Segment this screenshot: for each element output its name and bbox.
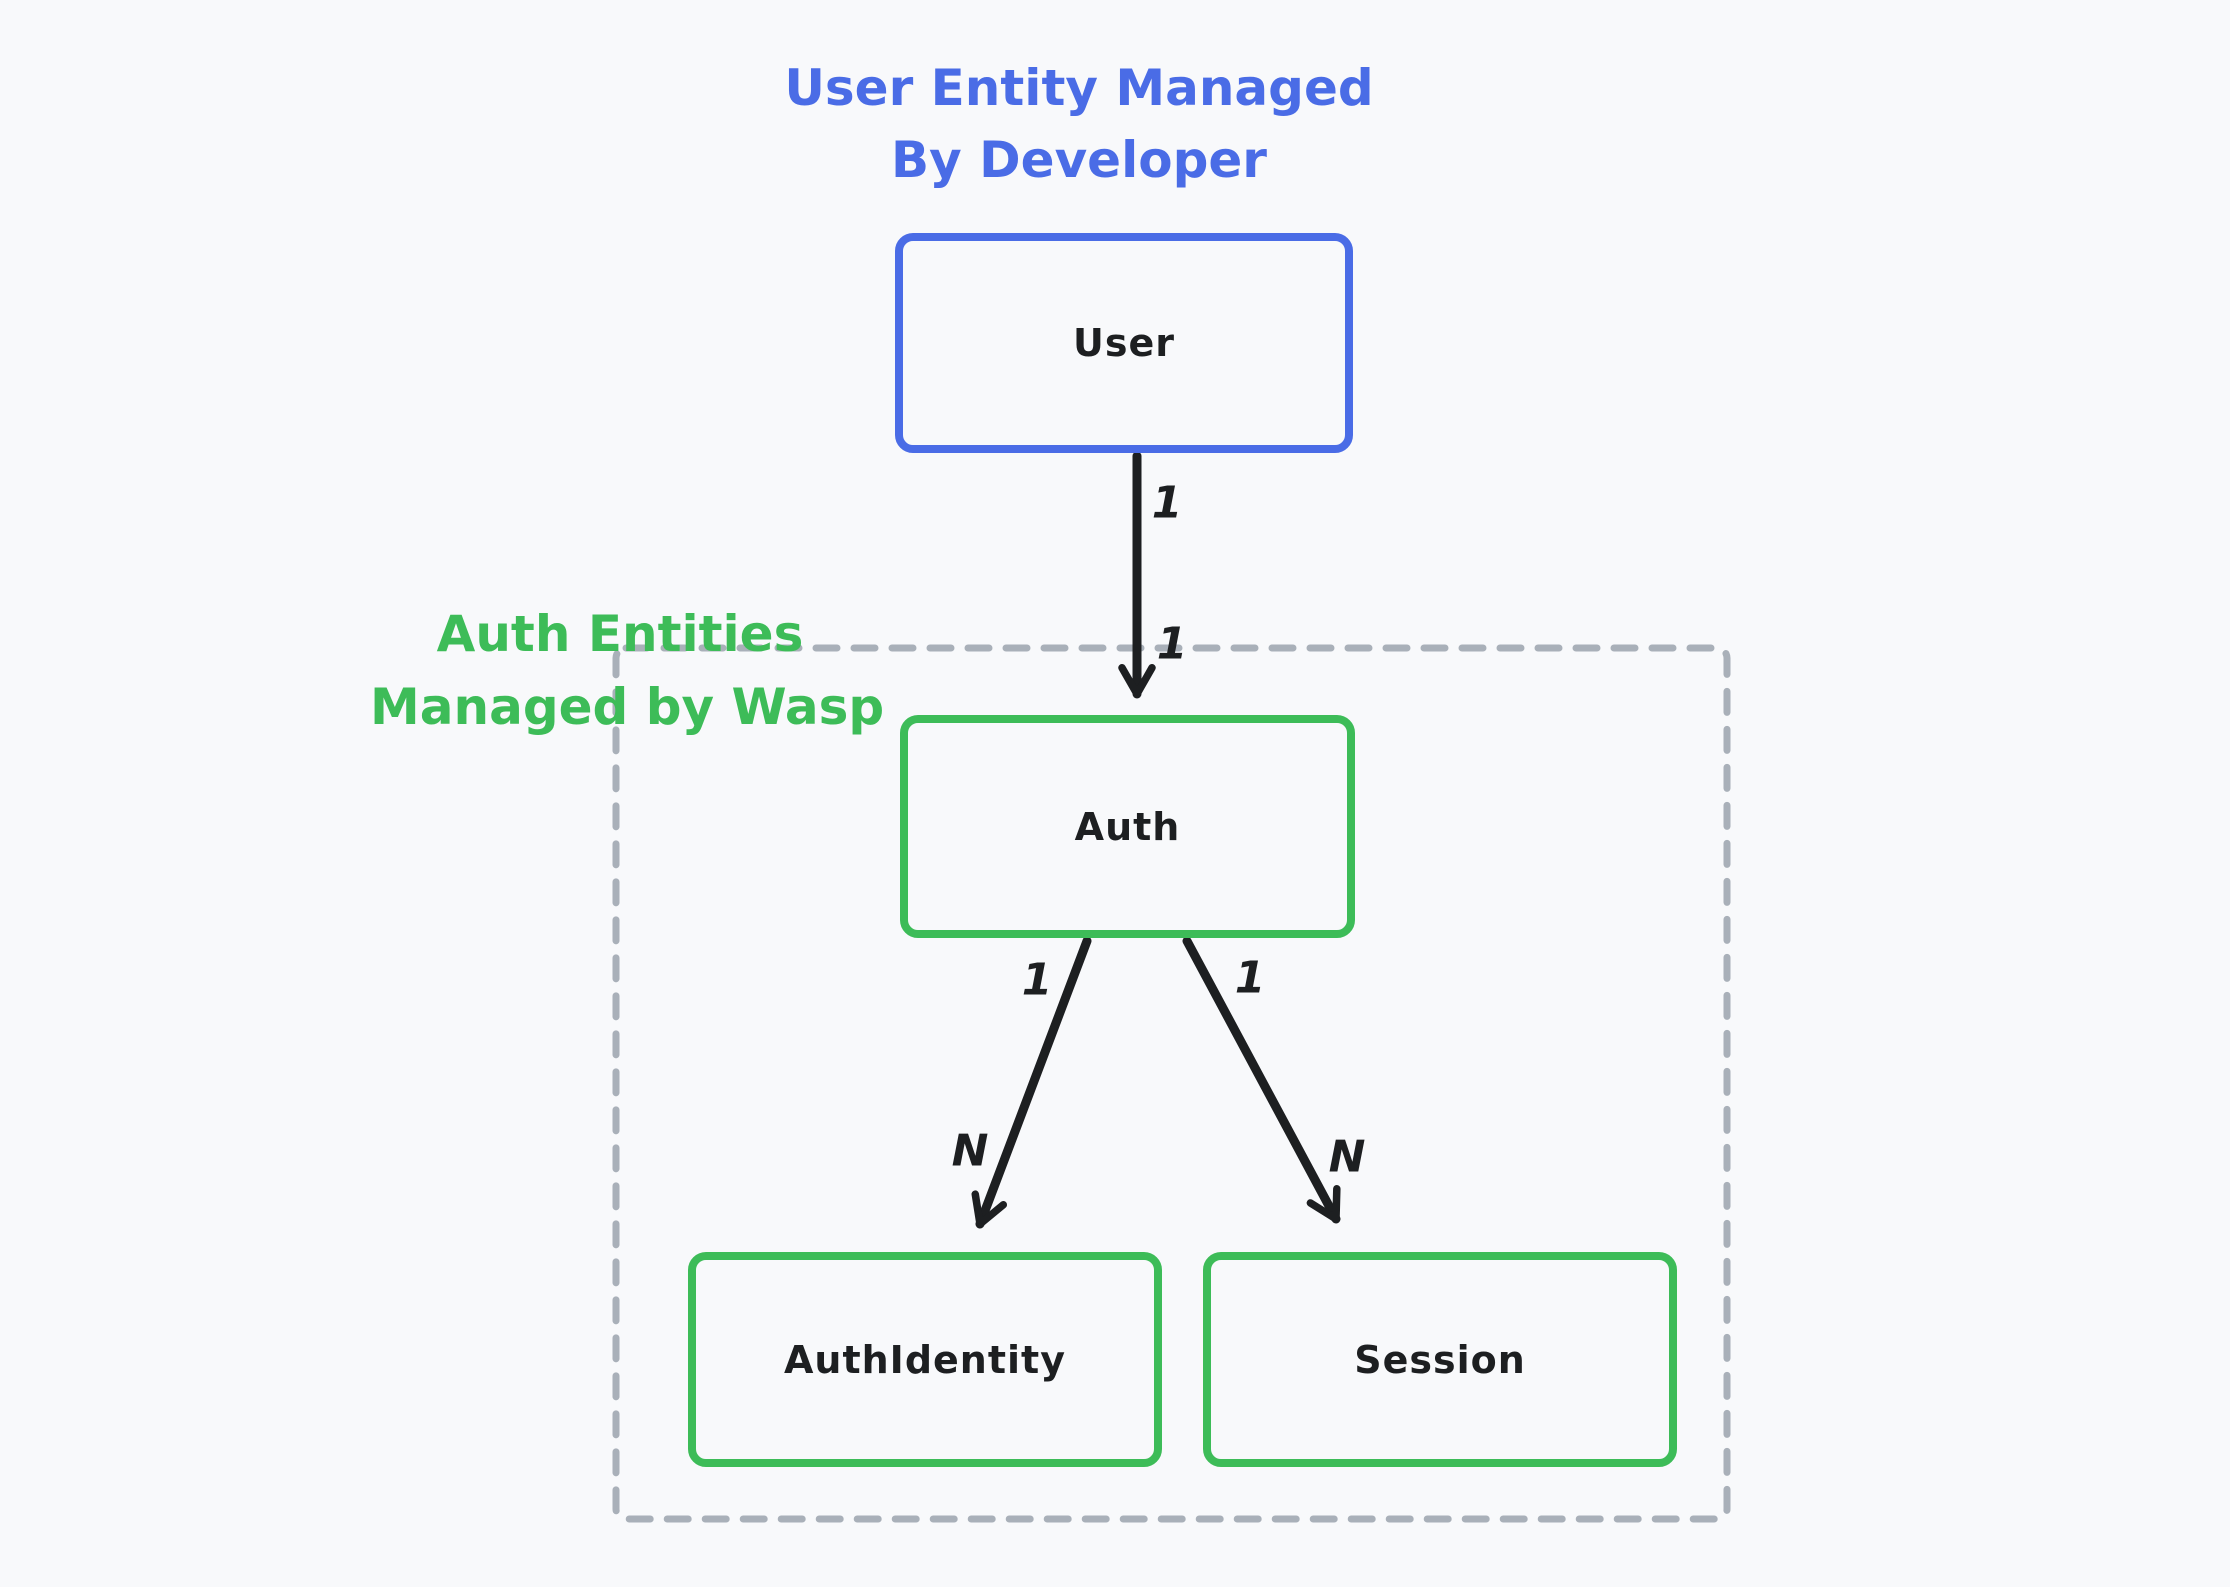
node-user: User bbox=[895, 233, 1353, 453]
node-session: Session bbox=[1203, 1252, 1677, 1467]
edge-label-auth-authidentity-source: 1 bbox=[1021, 954, 1053, 1006]
edge-label-auth-session-source: 1 bbox=[1234, 952, 1266, 1004]
edge-label-auth-session-target: N bbox=[1328, 1131, 1366, 1183]
node-auth-label: Auth bbox=[1074, 804, 1181, 849]
edge-label-user-auth-target: 1 bbox=[1156, 618, 1188, 670]
node-session-label: Session bbox=[1354, 1337, 1526, 1382]
caption-user-entity: User Entity Managed By Developer bbox=[779, 52, 1379, 196]
caption-user-entity-line1: User Entity Managed bbox=[784, 59, 1374, 117]
node-authidentity: AuthIdentity bbox=[688, 1252, 1162, 1467]
node-auth: Auth bbox=[900, 715, 1355, 938]
caption-auth-group-line1: Auth Entities bbox=[436, 605, 804, 663]
node-authidentity-label: AuthIdentity bbox=[784, 1337, 1066, 1382]
edge-label-user-auth-source: 1 bbox=[1151, 477, 1183, 529]
edge-auth-to-session bbox=[1182, 936, 1341, 1224]
caption-user-entity-line2: By Developer bbox=[891, 131, 1267, 189]
caption-auth-group: Auth Entities Managed by Wasp bbox=[370, 598, 885, 744]
edge-auth-to-authidentity bbox=[971, 936, 1092, 1229]
auth-group-dashed-border bbox=[612, 644, 1731, 1523]
caption-auth-group-line2: Managed by Wasp bbox=[370, 678, 885, 736]
node-user-label: User bbox=[1073, 321, 1175, 365]
edge-label-auth-authidentity-target: N bbox=[951, 1125, 989, 1177]
